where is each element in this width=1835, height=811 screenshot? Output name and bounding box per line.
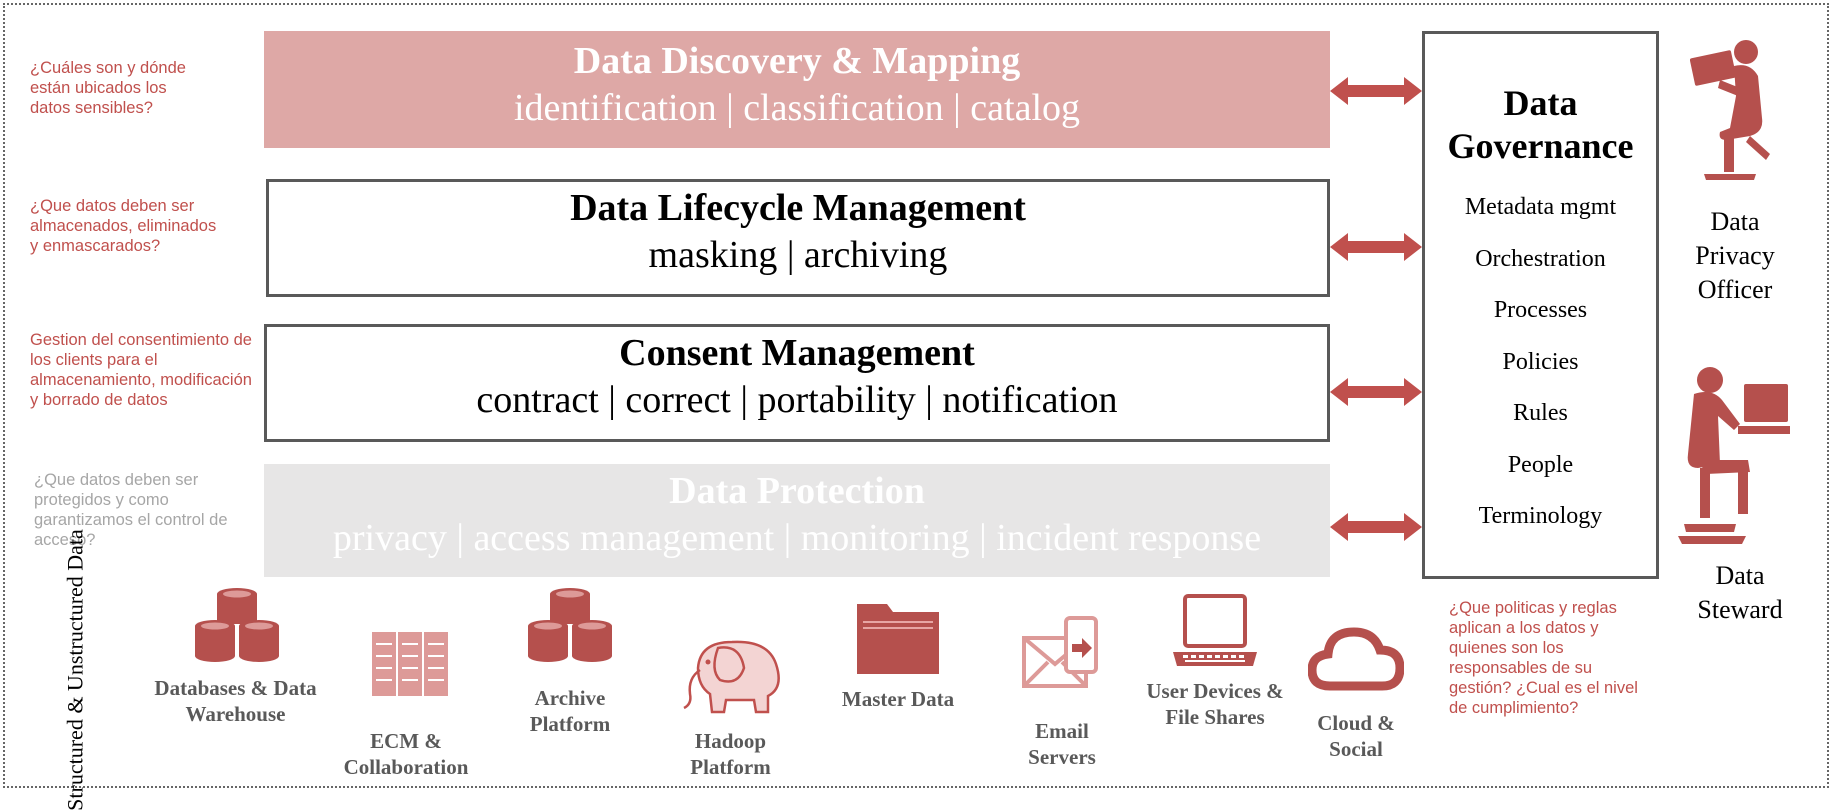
master-data-folder-icon (857, 604, 939, 674)
question-consent: Gestion del consentimiento de los client… (30, 331, 252, 409)
archive-databases-icon (528, 588, 612, 662)
double-arrow-icon (1330, 233, 1422, 261)
double-arrow-icon (1330, 77, 1422, 105)
ecm-cabinets-icon (372, 632, 448, 696)
governance-item: Orchestration (1475, 245, 1606, 272)
double-arrow-icon (1330, 513, 1422, 541)
data-governance-box: Data Governance Metadata mgmt Orchestrat… (1422, 31, 1659, 579)
cloud-icon (1308, 627, 1404, 691)
data-steward-figure-icon (1678, 367, 1790, 544)
source-master-label: Master Data (841, 687, 955, 711)
layer-subtitle: masking | archiving (648, 234, 948, 276)
layer-title: Data Lifecycle Management (570, 187, 1026, 229)
source-databases-label: Databases & Data Warehouse (154, 676, 317, 726)
governance-item: Policies (1502, 348, 1579, 375)
layer-data-lifecycle: Data Lifecycle Management masking | arch… (266, 179, 1330, 297)
question-lifecycle: ¿Que datos deben ser almacenados, elimin… (30, 197, 217, 255)
layer-data-protection: Data Protection privacy | access managem… (264, 464, 1330, 577)
governance-item: Metadata mgmt (1464, 194, 1617, 220)
layer-subtitle: privacy | access management | monitoring… (332, 517, 1262, 559)
data-label-text: Structured & Unstructured Data (62, 529, 88, 811)
governance-item: Processes (1493, 297, 1588, 323)
governance-item: People (1507, 451, 1574, 478)
source-devices-label: User Devices & File Shares (1146, 679, 1284, 729)
double-arrow-icon (1330, 378, 1422, 406)
hadoop-elephant-icon (683, 640, 780, 714)
source-hadoop-label: Hadoop Platform (690, 729, 771, 779)
structured-unstructured-label: Structured & Unstructured Data (30, 529, 120, 811)
governance-item: Rules (1513, 400, 1568, 426)
question-protection: ¿Que datos deben ser protegidos y como g… (34, 471, 228, 549)
email-server-icon (1022, 616, 1098, 688)
layer-title: Data Protection (669, 470, 925, 512)
governance-item: Terminology (1478, 503, 1603, 529)
source-ecm-label: ECM & Collaboration (343, 729, 469, 779)
role-data-steward: Data Steward (1697, 561, 1783, 624)
layer-subtitle: identification | classification | catalo… (513, 87, 1080, 129)
question-governance: ¿Que politicas y reglas aplican a los da… (1449, 599, 1638, 717)
layer-title: Consent Management (619, 332, 975, 374)
laptop-icon (1173, 594, 1257, 666)
source-cloud-label: Cloud & Social (1317, 711, 1395, 761)
role-data-privacy-officer: Data Privacy Officer (1695, 207, 1775, 304)
layer-consent-management: Consent Management contract | correct | … (264, 324, 1330, 442)
databases-icon (195, 588, 279, 662)
governance-title: Data Governance (1447, 83, 1634, 166)
diagram-frame (3, 3, 1829, 788)
source-email-label: Email Servers (1028, 719, 1096, 769)
layer-title: Data Discovery & Mapping (573, 40, 1021, 82)
privacy-officer-figure-icon (1690, 40, 1770, 180)
source-archive-label: Archive Platform (529, 686, 611, 736)
question-discovery: ¿Cuáles son y dónde están ubicados los d… (30, 59, 186, 117)
layer-data-discovery: Data Discovery & Mapping identification … (264, 31, 1330, 148)
layer-subtitle: contract | correct | portability | notif… (476, 379, 1118, 421)
